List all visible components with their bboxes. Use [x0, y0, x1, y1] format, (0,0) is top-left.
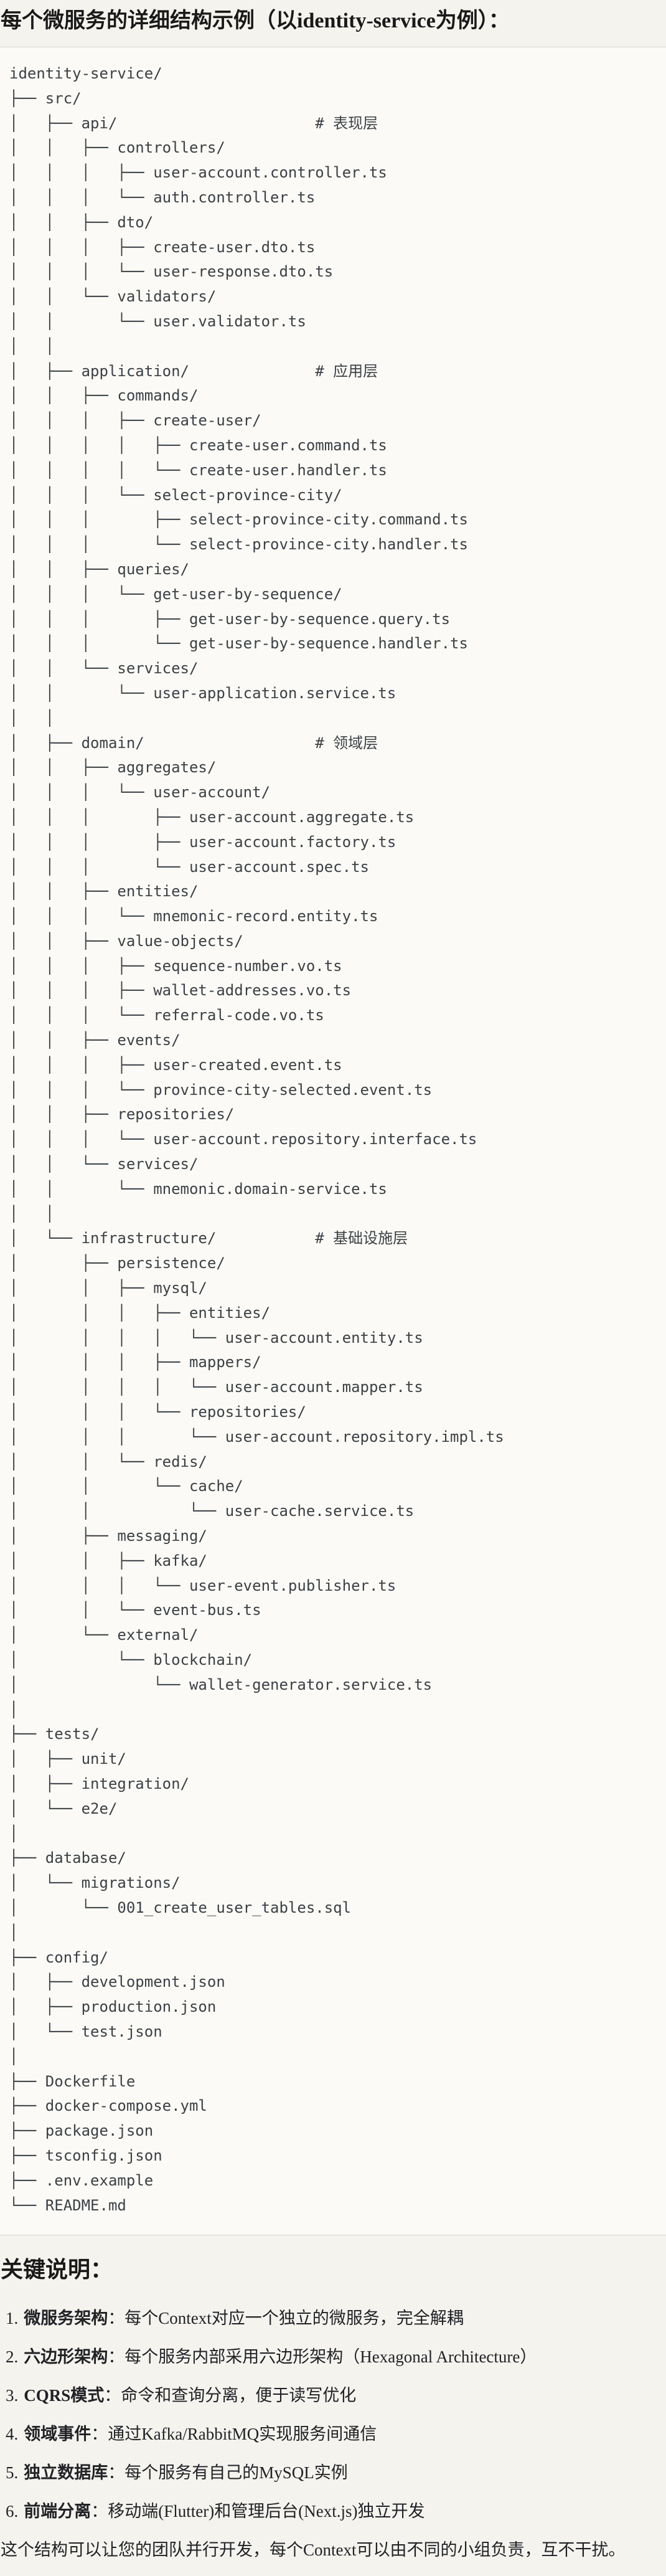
note-number: 2. [6, 2347, 19, 2367]
notes-list: 1.微服务架构：每个Context对应一个独立的微服务，完全解耦 2.六边形架构… [0, 2307, 666, 2522]
note-label: 独立数据库 [24, 2463, 108, 2483]
note-text: 移动端(Flutter)和管理后台(Next.js)独立开发 [108, 2502, 425, 2521]
note-separator: ： [91, 2502, 108, 2521]
note-label: 六边形架构 [24, 2347, 108, 2367]
note-label: 微服务架构 [24, 2309, 108, 2328]
note-number: 4. [6, 2425, 19, 2444]
section-title: 每个微服务的详细结构示例（以identity-service为例）： [1, 9, 510, 32]
note-text: 每个服务内部采用六边形架构（Hexagonal Architecture） [124, 2347, 537, 2367]
note-separator: ： [108, 2347, 125, 2367]
note-number: 3. [6, 2386, 19, 2405]
note-text: 每个Context对应一个独立的微服务，完全解耦 [124, 2309, 464, 2328]
note-text: 每个服务有自己的MySQL实例 [124, 2463, 348, 2483]
note-separator: ： [91, 2425, 108, 2444]
list-item: 2.六边形架构：每个服务内部采用六边形架构（Hexagonal Architec… [6, 2346, 666, 2368]
note-text: 命令和查询分离，便于读写优化 [121, 2386, 357, 2405]
list-item: 3. CQRS模式：命令和查询分离，便于读写优化 [6, 2384, 666, 2407]
note-number: 5. [6, 2463, 19, 2483]
note-label: 领域事件 [24, 2425, 91, 2444]
note-label: 前端分离 [24, 2502, 91, 2521]
note-separator: ： [108, 2463, 125, 2483]
notes-heading: 关键说明： [1, 2257, 113, 2283]
list-item: 5.独立数据库：每个服务有自己的MySQL实例 [6, 2461, 666, 2484]
list-item: 6. 前端分离：移动端(Flutter)和管理后台(Next.js)独立开发 [6, 2500, 666, 2522]
code-block: identity-service/ ├── src/ │ ├── api/ # … [0, 47, 666, 2236]
note-separator: ： [108, 2309, 125, 2328]
note-separator: ： [104, 2386, 121, 2405]
note-number: 1. [6, 2309, 19, 2328]
note-label: CQRS模式 [24, 2386, 105, 2405]
closing-paragraph: 这个结构可以让您的团队并行开发，每个Context可以由不同的小组负责，互不干扰… [1, 2540, 626, 2560]
list-item: 1. 微服务架构：每个Context对应一个独立的微服务，完全解耦 [6, 2307, 666, 2329]
list-item: 4. 领域事件：通过Kafka/RabbitMQ实现服务间通信 [6, 2423, 666, 2445]
note-text: 通过Kafka/RabbitMQ实现服务间通信 [108, 2425, 377, 2444]
note-number: 6. [6, 2502, 19, 2521]
file-tree: identity-service/ ├── src/ │ ├── api/ # … [9, 65, 504, 2214]
markdown-body: 每个微服务的详细结构示例（以identity-service为例）： ident… [0, 7, 666, 2561]
